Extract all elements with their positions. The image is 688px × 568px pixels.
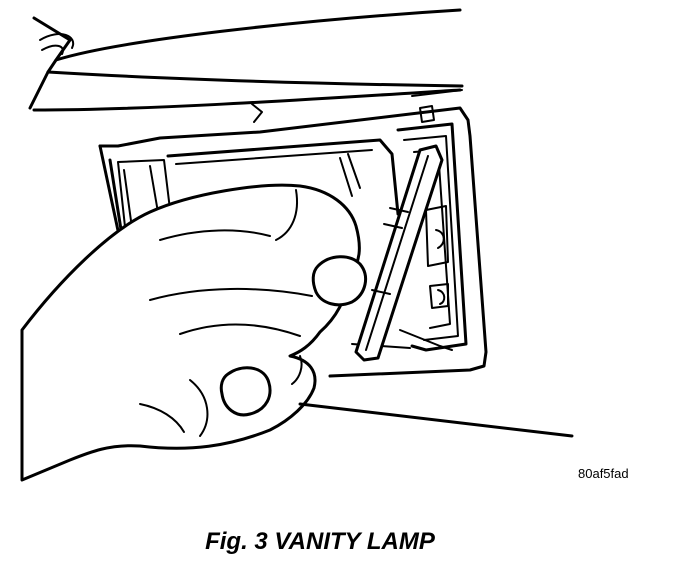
vanity-lamp-housing [98, 105, 488, 378]
sun-visor [28, 8, 464, 123]
reference-code: 80af5fad [578, 466, 629, 481]
figure-caption: Fig. 3 VANITY LAMP [205, 528, 435, 555]
lamp-lens [354, 144, 444, 362]
trim-edge [298, 402, 574, 438]
hand [20, 183, 368, 482]
